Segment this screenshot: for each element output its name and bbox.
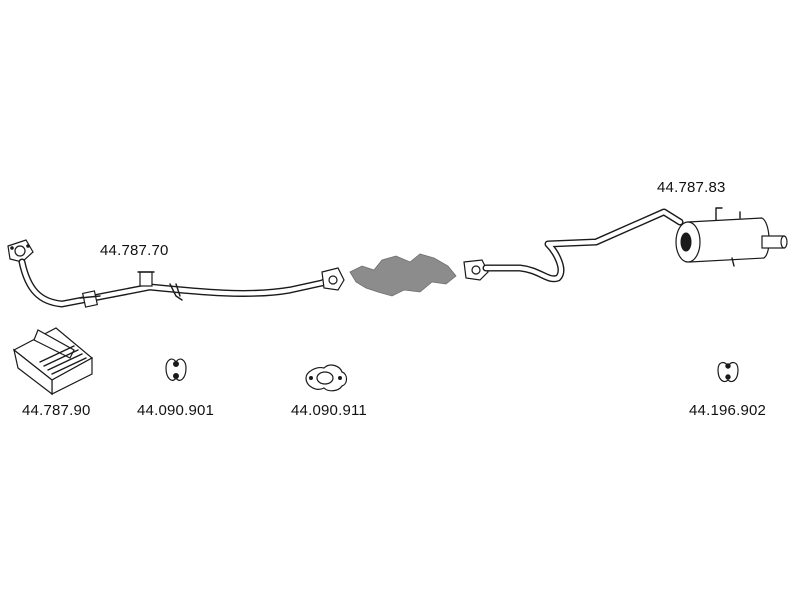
catalytic-converter: [349, 253, 457, 297]
tailpipe: [761, 235, 788, 249]
front-pipe-sensor-boss: [137, 271, 155, 287]
front-pipe-inlet-flange: [7, 239, 34, 263]
rear-section-inlet-flange: [463, 259, 489, 281]
mounting-kit-part-number: 44.787.90: [22, 402, 91, 419]
rubber-hanger-a: 44.090.901: [137, 358, 214, 419]
rubber-hanger-b: 44.196.902: [689, 361, 766, 419]
flange-gasket-icon: [305, 364, 348, 392]
front-pipe-part-number: 44.787.70: [100, 242, 169, 259]
front-pipe-clamp: [79, 290, 101, 308]
rubber-hanger-b-icon: [717, 361, 739, 383]
rubber-hanger-a-icon: [165, 358, 187, 381]
flange-gasket: 44.090.911: [291, 364, 367, 419]
rear-section-part-number: 44.787.83: [657, 179, 726, 196]
rear-muffler: [675, 207, 770, 267]
front-pipe-hanger: [169, 283, 183, 301]
gasket-part-number: 44.090.911: [291, 402, 367, 419]
hanger-a-part-number: 44.090.901: [137, 402, 214, 419]
mounting-kit: 44.787.90: [12, 327, 94, 419]
mounting-kit-box-icon: [12, 327, 94, 396]
rear-section: 44.787.83: [463, 179, 788, 283]
catalyst-silhouette: [349, 253, 457, 297]
hanger-b-part-number: 44.196.902: [689, 402, 766, 419]
front-pipe: 44.787.70: [7, 239, 345, 308]
front-pipe-outlet-flange: [321, 267, 345, 291]
